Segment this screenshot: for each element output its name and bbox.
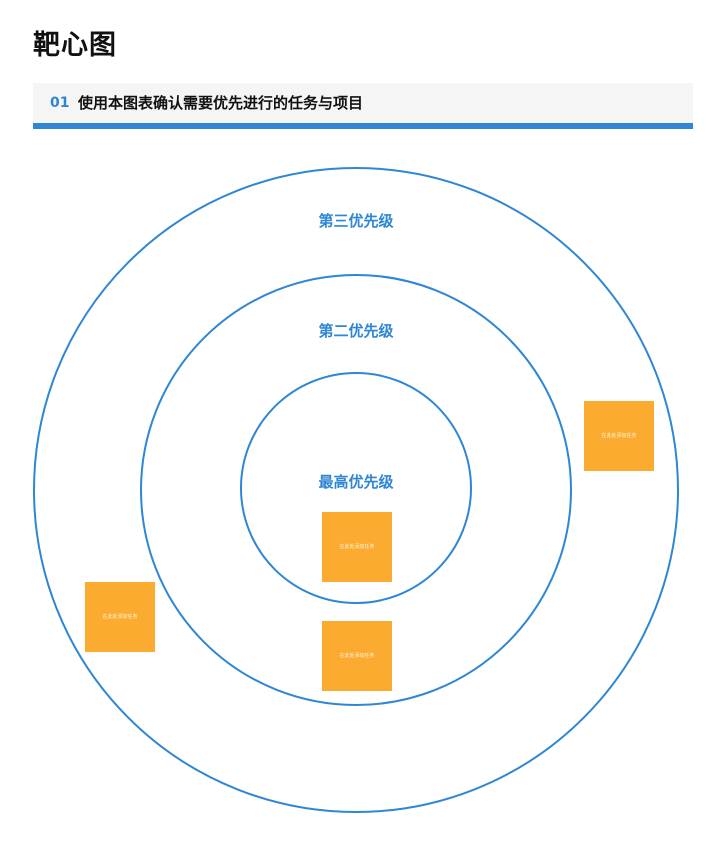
ring-top-priority — [240, 372, 472, 604]
ring-label-third-priority: 第三优先级 — [318, 212, 394, 230]
ring-second-priority — [140, 274, 572, 706]
task-note[interactable]: 在此处添加任务 — [322, 512, 392, 582]
page-title: 靶心图 — [33, 30, 117, 61]
task-note[interactable]: 在此处添加任务 — [85, 582, 155, 652]
section-heading: 使用本图表确认需要优先进行的任务与项目 — [78, 94, 364, 112]
task-note[interactable]: 在此处添加任务 — [322, 621, 392, 691]
ring-label-second-priority: 第二优先级 — [318, 322, 394, 340]
ring-label-top-priority: 最高优先级 — [318, 473, 394, 491]
section-number: 01 — [50, 95, 70, 111]
task-note[interactable]: 在此处添加任务 — [584, 401, 654, 471]
ring-third-priority — [33, 167, 679, 813]
section-header: 01 使用本图表确认需要优先进行的任务与项目 — [33, 83, 693, 129]
